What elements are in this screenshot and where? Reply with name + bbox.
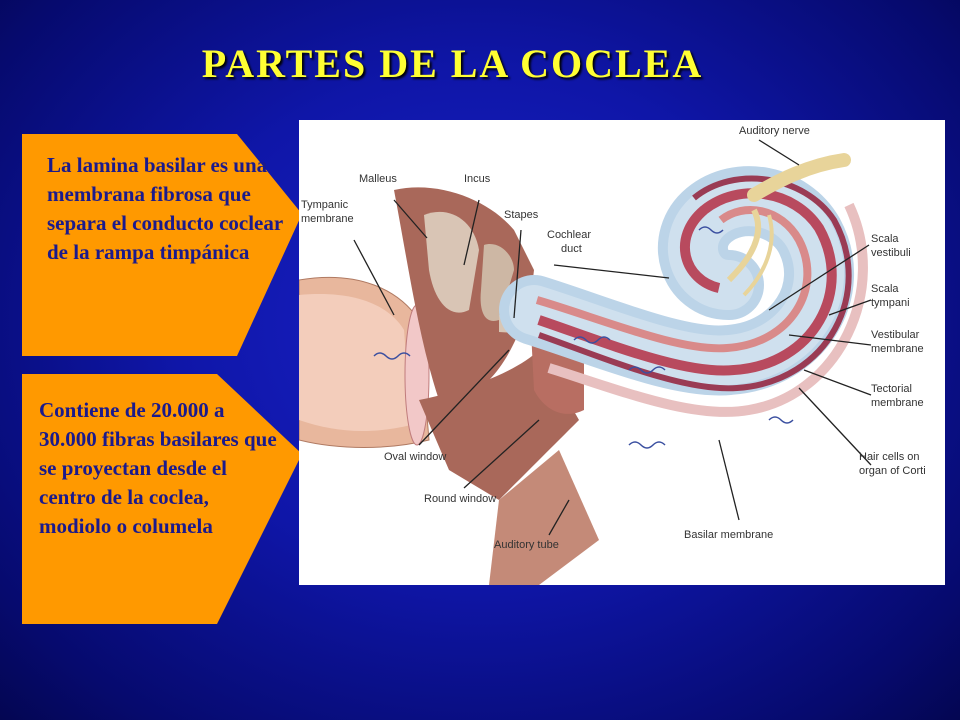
label-basilar-membrane: Basilar membrane [684,529,773,541]
label-tympanic-membrane-2: membrane [301,213,354,225]
label-vestibular-membrane-2: membrane [871,343,924,355]
callout-text: La lamina basilar es una membrana fibros… [47,153,283,264]
label-oval-window: Oval window [384,451,446,463]
label-cochlear-duct-2: duct [561,243,582,255]
label-scala-vestibuli-2: vestibuli [871,247,911,259]
label-hair-cells-2: organ of Corti [859,465,926,477]
label-stapes: Stapes [504,209,539,221]
label-tectorial-membrane-1: Tectorial [871,383,912,395]
cochlea-illustration: Auditory nerve Malleus Incus Tympanic me… [299,125,926,585]
callout-text: Contiene de 20.000 a 30.000 fibras basil… [39,398,277,538]
label-round-window: Round window [424,493,496,505]
callout-arrow-shape [22,134,302,356]
label-scala-tympani-1: Scala [871,283,899,295]
label-cochlear-duct-1: Cochlear [547,229,591,241]
callout-basilar-fibers: Contiene de 20.000 a 30.000 fibras basil… [22,374,302,624]
label-auditory-nerve: Auditory nerve [739,125,810,137]
callout-arrow-shape [22,374,302,624]
label-hair-cells-1: Hair cells on [859,451,920,463]
label-scala-vestibuli-1: Scala [871,233,899,245]
label-malleus: Malleus [359,173,397,185]
page-title: PARTES DE LA COCLEA [201,41,704,86]
label-tectorial-membrane-2: membrane [871,397,924,409]
label-scala-tympani-2: tympani [871,297,910,309]
label-vestibular-membrane-1: Vestibular [871,329,920,341]
label-tympanic-membrane-1: Tympanic [301,199,349,211]
callout-basilar-lamina: La lamina basilar es una membrana fibros… [22,134,302,356]
label-incus: Incus [464,173,491,185]
cochlea-diagram: Auditory nerve Malleus Incus Tympanic me… [299,120,945,585]
label-auditory-tube: Auditory tube [494,539,559,551]
